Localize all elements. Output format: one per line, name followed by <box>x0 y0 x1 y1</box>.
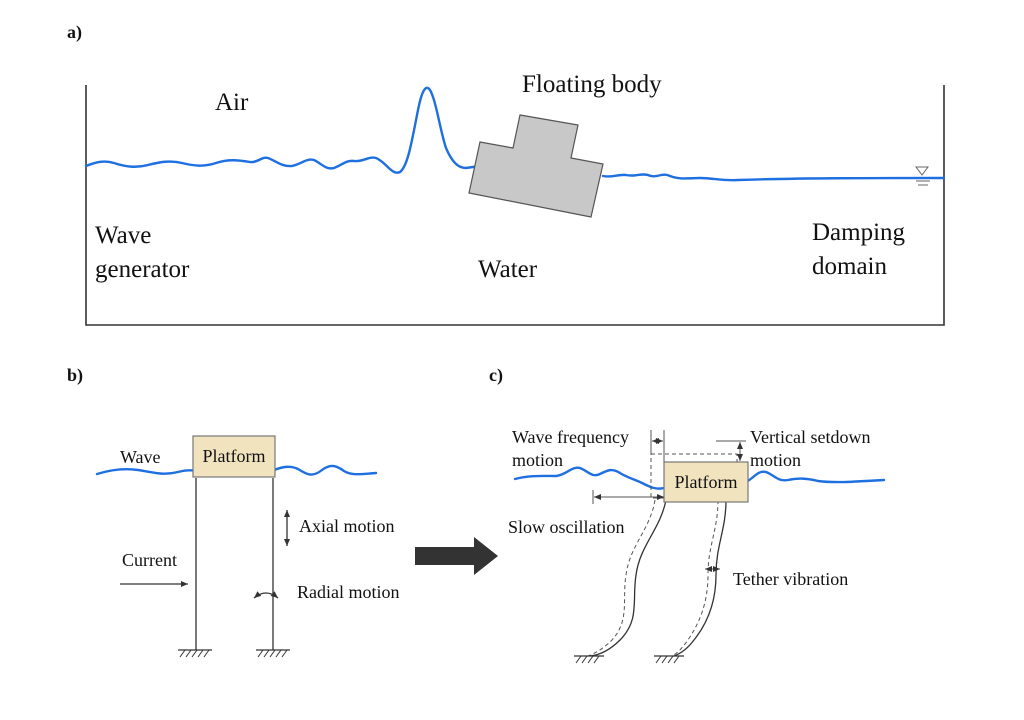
vertical-setdown-motion-label-line2: motion <box>750 450 801 470</box>
panel-b: b) Platform Wave Axial motion Current Ra… <box>67 365 400 658</box>
panel-b-label: b) <box>67 365 83 386</box>
panel-a-label: a) <box>67 22 82 43</box>
free-surface-right <box>601 173 946 182</box>
panel-c: c) Platform Wave frequency motion Vertic… <box>489 365 886 664</box>
tether-left-displaced <box>589 499 667 657</box>
floating-body-label: Floating body <box>522 71 662 98</box>
panel-c-label: c) <box>489 365 503 386</box>
wave-tank <box>85 85 945 326</box>
anchor-c-left-icon <box>574 655 604 664</box>
free-surface-left <box>84 86 482 174</box>
platform-b-label: Platform <box>203 446 266 466</box>
anchor-c-right-icon <box>654 655 684 664</box>
still-water-level-icon <box>915 166 930 186</box>
wave-label: Wave <box>120 447 161 467</box>
tether-vibration-label: Tether vibration <box>733 569 848 589</box>
tether-right-displaced <box>673 499 727 657</box>
panel-c-free-surface <box>513 466 886 490</box>
damping-domain-label-line2: domain <box>812 253 887 280</box>
floating-body <box>468 114 604 218</box>
anchor-right-icon <box>256 649 290 658</box>
tether-left-original <box>587 499 656 657</box>
platform-b <box>192 435 276 478</box>
slow-oscillation-label: Slow oscillation <box>508 517 625 537</box>
wave-frequency-motion-label-line2: motion <box>512 450 563 470</box>
anchor-left-icon <box>178 649 212 658</box>
transition-arrow <box>415 537 498 575</box>
air-label: Air <box>215 89 249 116</box>
vertical-setdown-motion-label-line1: Vertical setdown <box>750 427 870 447</box>
wave-generator-label-line2: generator <box>95 256 190 283</box>
wave-generator-label-line1: Wave <box>95 222 151 249</box>
wave-frequency-motion-label-line1: Wave frequency <box>512 427 629 447</box>
tether-right-original <box>671 499 719 657</box>
current-label: Current <box>122 550 177 570</box>
platform-c-label: Platform <box>675 472 738 492</box>
platform-c <box>663 461 749 503</box>
damping-domain-label-line1: Damping <box>812 219 906 246</box>
radial-motion-label: Radial motion <box>297 582 400 602</box>
axial-motion-label: Axial motion <box>299 516 395 536</box>
radial-motion-arrow <box>253 591 279 599</box>
water-label: Water <box>478 256 538 283</box>
panel-a: a) Air Floating body Wave generator Wate… <box>67 22 946 326</box>
panel-b-free-surface <box>95 464 378 476</box>
